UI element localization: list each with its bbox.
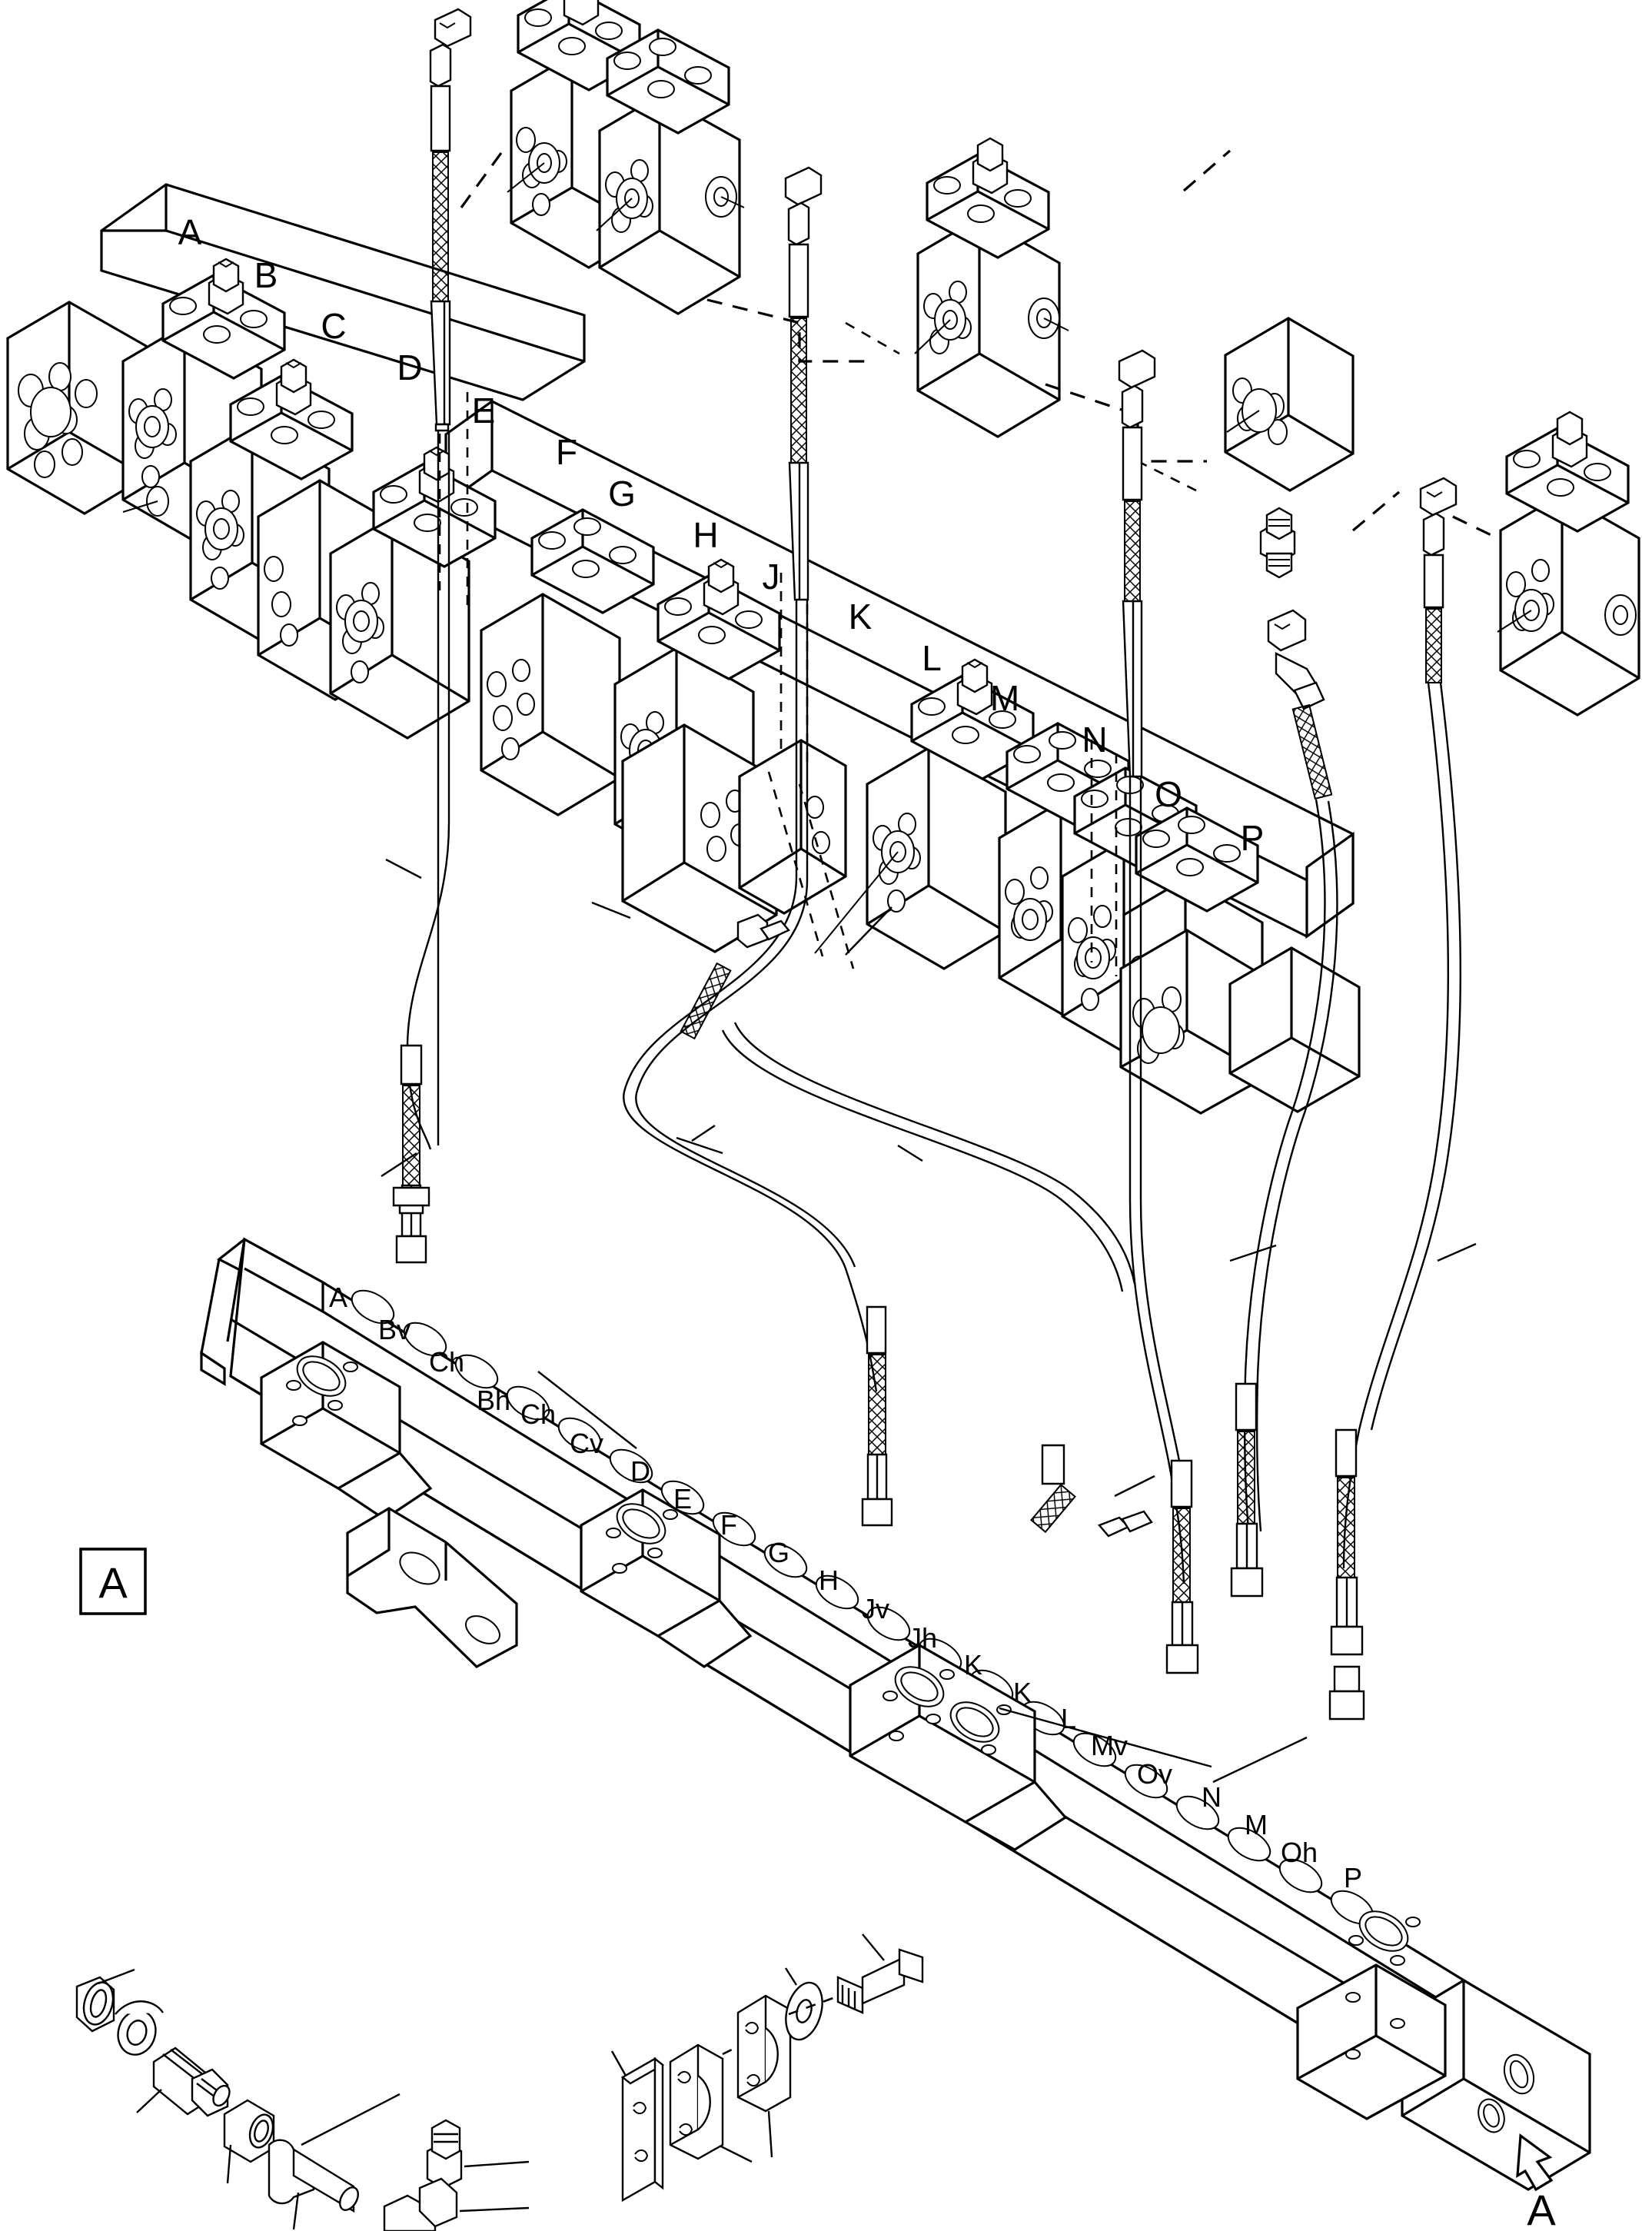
braided-hose [1230, 609, 1338, 1598]
port-label-p-e: E [673, 1483, 692, 1514]
detail-callout-label: A [98, 1558, 128, 1607]
station-label-group: A B C D E FG H J K L M N O P [178, 212, 1265, 858]
valve-block-cluster-right [814, 658, 1361, 1115]
station-label-l: L [922, 638, 942, 678]
view-direction-arrow: A [1516, 2133, 1556, 2231]
quick-coupler [136, 2046, 231, 2117]
station-label-k: K [849, 597, 873, 637]
port-label-p-ov: Ov [1137, 1758, 1172, 1790]
port-label-p-bv: Bv [378, 1314, 411, 1345]
station-label-c: C [321, 306, 346, 346]
station-label-m: M [990, 678, 1019, 718]
hex-nut [223, 2099, 275, 2184]
port-label-p-mv: Mv [1091, 1730, 1128, 1761]
flat-washer [784, 1967, 823, 2041]
station-label-b: B [254, 255, 278, 295]
port-label-p-oh: Oh [1281, 1837, 1318, 1868]
port-label-p-k2: K [1013, 1677, 1032, 1708]
valve-block-cluster-mid [480, 508, 847, 953]
station-label-d: D [397, 347, 422, 387]
braided-hose [623, 166, 893, 1527]
valve-block-top-right-cube [1224, 317, 1355, 492]
port-label-p-cv: Cv [570, 1428, 603, 1459]
braided-hose [1328, 477, 1461, 1721]
station-label-a: A [178, 212, 202, 252]
station-label-g: G [608, 474, 636, 514]
port-label-p-ch2: Ch [520, 1398, 556, 1430]
station-label-f: F [556, 432, 577, 472]
port-label-p-f: F [720, 1509, 737, 1541]
tube [268, 2093, 401, 2230]
port-label-p-d: D [630, 1455, 650, 1487]
flat-washer [75, 1968, 135, 2033]
station-label-h: H [693, 515, 718, 555]
valve-block-top-pair [507, 0, 745, 315]
braided-hose [680, 913, 1153, 1538]
braided-hose [392, 8, 472, 1264]
clamp-half [669, 2043, 753, 2163]
station-label-n: N [1082, 720, 1107, 760]
port-label-p-k1: K [964, 1649, 982, 1681]
station-label-e: E [472, 391, 496, 431]
clamp-half [736, 1994, 792, 2158]
port-label-p-h: H [819, 1564, 839, 1596]
straight-nipple [1259, 507, 1296, 579]
station-label-o: O [1155, 774, 1182, 814]
port-label-p-a: A [329, 1282, 347, 1313]
port-label-p-l: L [1061, 1703, 1076, 1734]
port-label-p-n: N [1202, 1781, 1222, 1813]
detail-callout-a: A [79, 1548, 147, 1615]
exploded-hardware-bottom-left [75, 1968, 530, 2231]
station-label-j: J [763, 557, 780, 597]
port-label-p-p: P [1344, 1862, 1362, 1894]
port-label-p-bh: Bh [477, 1385, 510, 1416]
backing-plate [610, 2050, 665, 2203]
port-label-p-m: M [1245, 1809, 1268, 1840]
port-label-p-jh: Jh [908, 1622, 937, 1654]
leader-lines [381, 858, 1477, 1784]
port-label-p-ch1: Ch [429, 1346, 464, 1378]
station-label-p: P [1241, 818, 1265, 858]
port-label-p-g: G [768, 1537, 789, 1568]
valve-block-far-right [1497, 411, 1640, 717]
hex-socket-bolt [836, 1933, 924, 2014]
hose-assemblies [392, 8, 1461, 1721]
hose-clamp-assembly [610, 1933, 924, 2203]
valve-block-cluster-left [6, 258, 497, 740]
elbow-fitting [383, 2177, 530, 2231]
braided-hose [1118, 349, 1199, 1674]
manifold-mount-brackets [260, 1341, 1068, 1851]
valve-block-top-center [914, 137, 1069, 438]
port-label-p-jv: Jv [862, 1593, 889, 1624]
flat-washer [115, 2000, 164, 2056]
view-arrow-label: A [1527, 2186, 1556, 2231]
straight-nipple [426, 2119, 530, 2189]
